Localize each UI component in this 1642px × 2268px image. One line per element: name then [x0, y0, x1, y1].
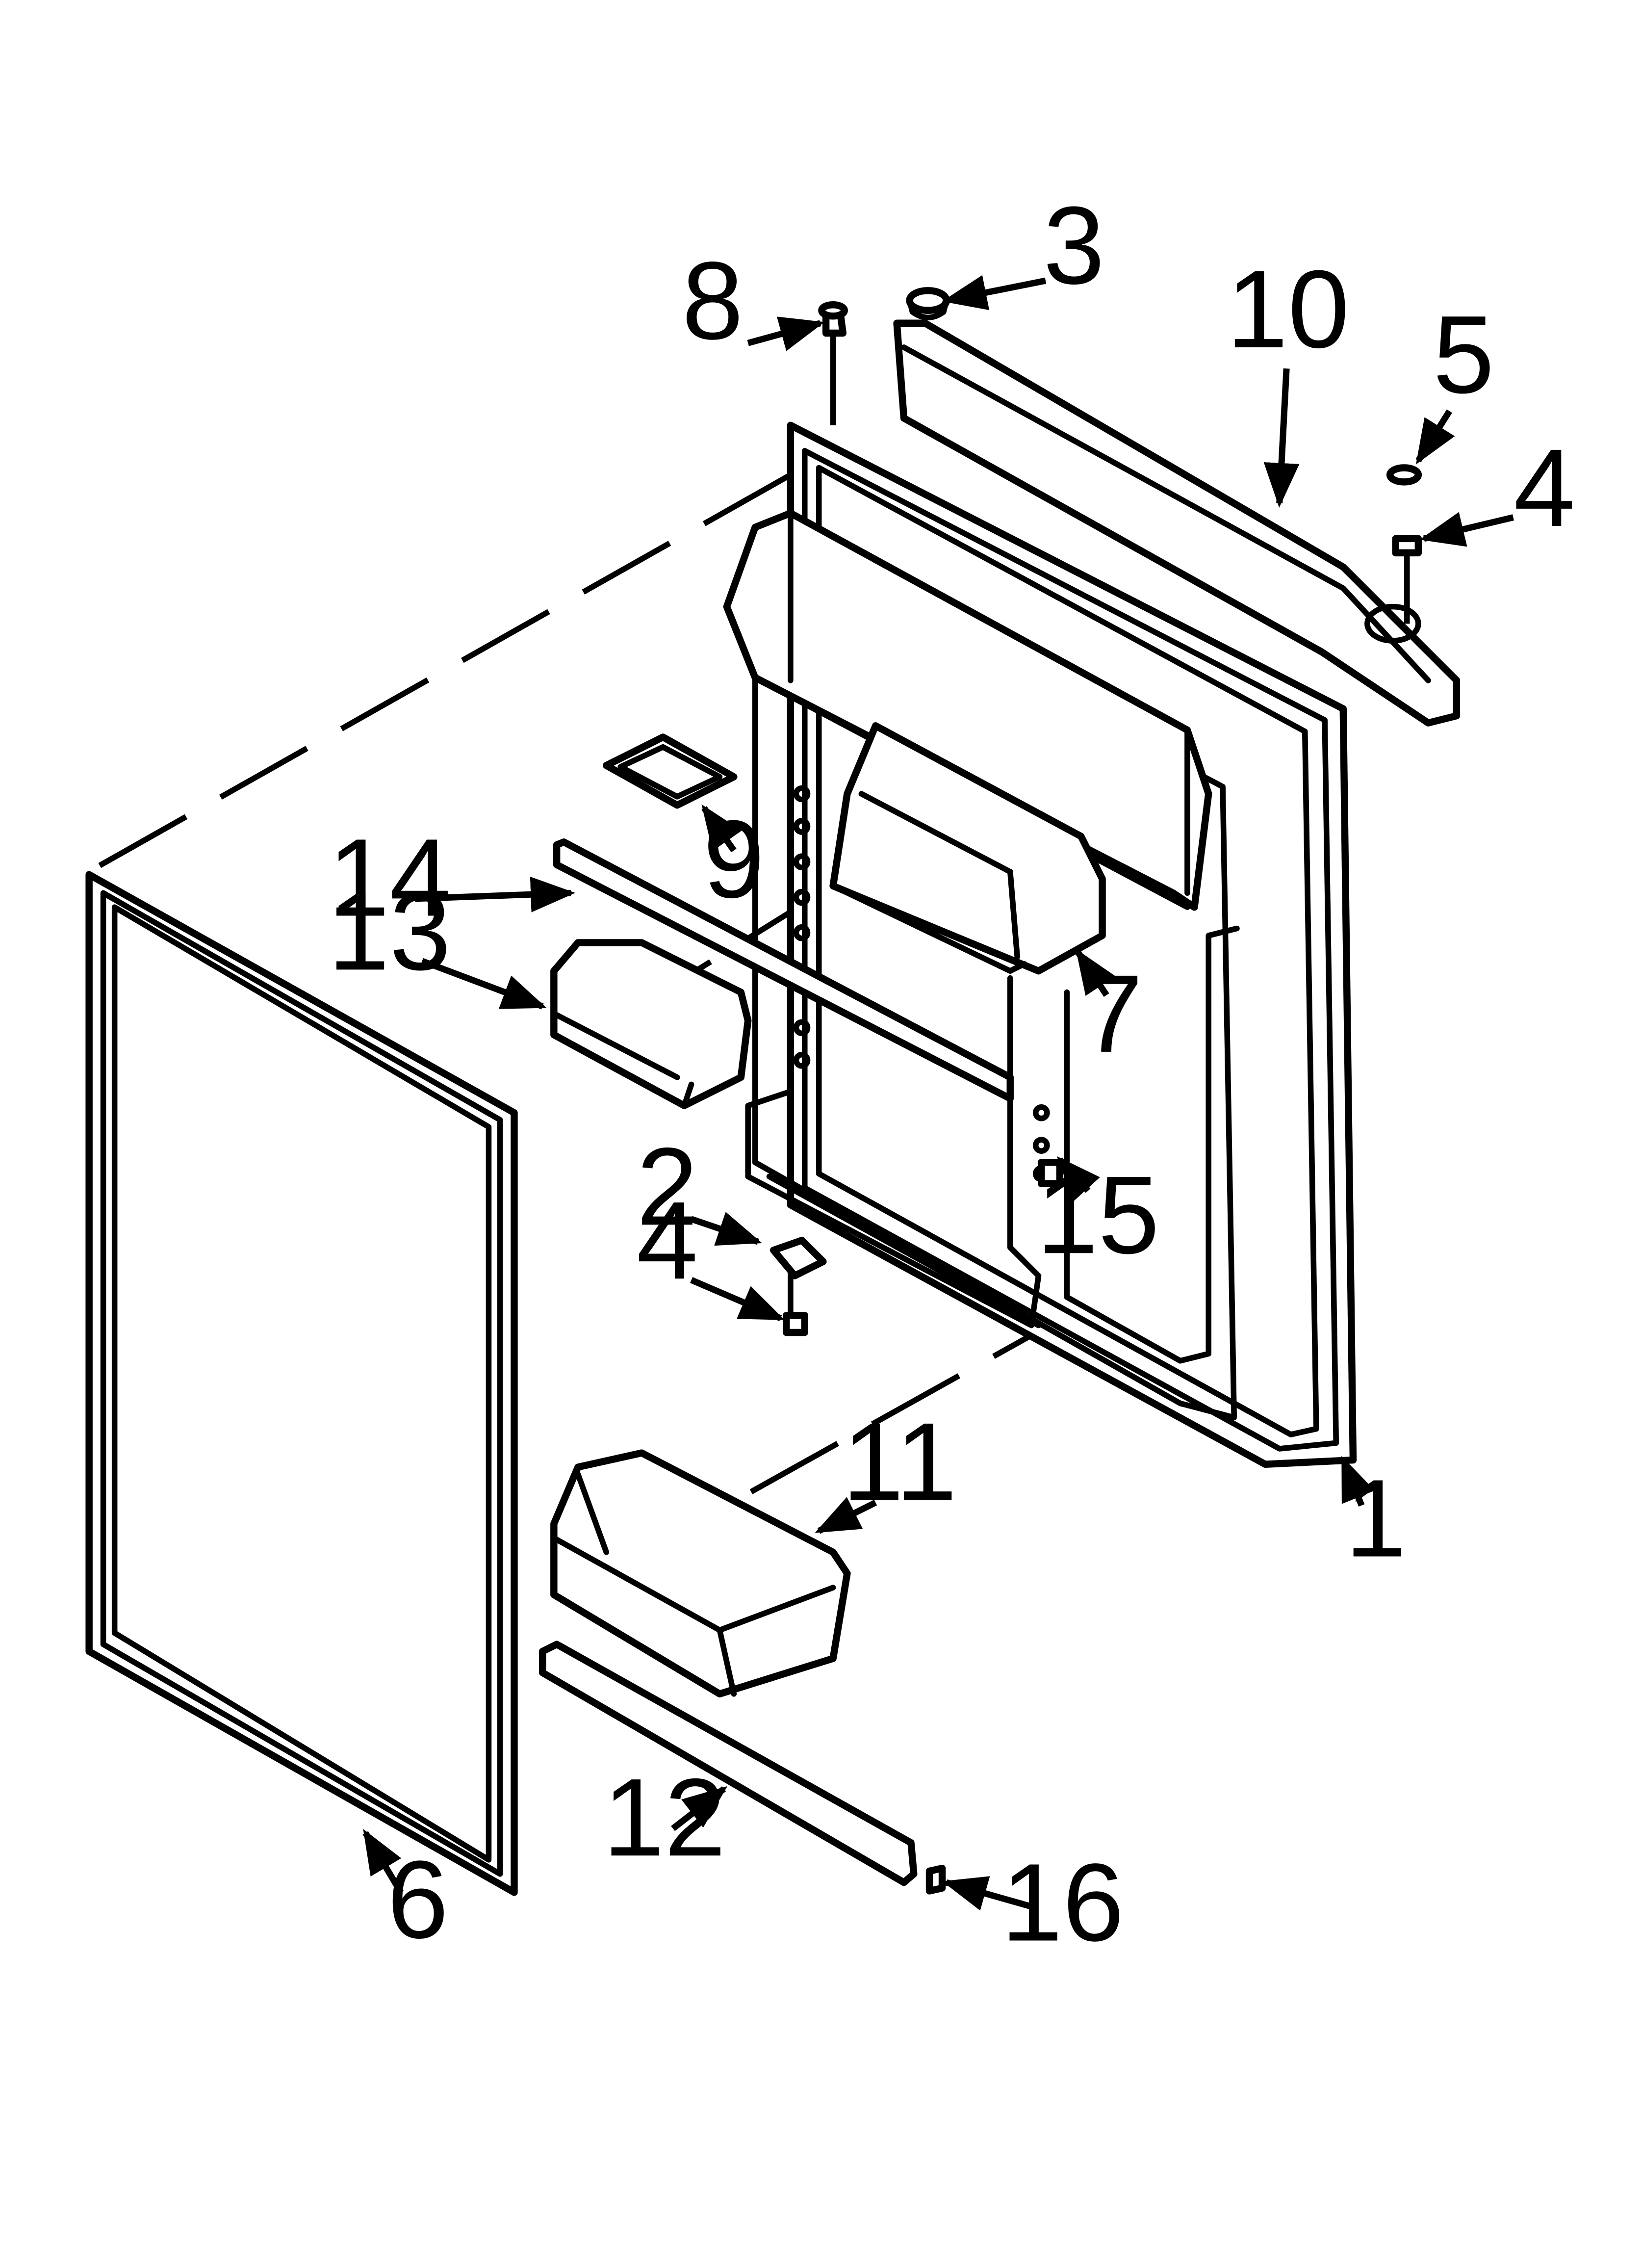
- callout-8: 8: [682, 239, 743, 363]
- callout-11: 11: [842, 1400, 957, 1523]
- callout-12: 12: [603, 1755, 726, 1879]
- callout-1: 1: [1345, 1457, 1407, 1580]
- hinge-bracket: [770, 1236, 827, 1279]
- dairy-compartment: [550, 939, 752, 1109]
- leader-lines: [362, 275, 1514, 1911]
- hinge-cover: [1386, 464, 1422, 486]
- callout-2: 2: [637, 1124, 698, 1248]
- center-door-bin: [829, 722, 1106, 975]
- dairy-lid: [603, 733, 738, 809]
- callout-10: 10: [1227, 247, 1350, 371]
- callout-15: 15: [1037, 1153, 1160, 1277]
- screw-bottom: [782, 1312, 808, 1336]
- callout-6: 6: [387, 1838, 448, 1961]
- callout-5: 5: [1433, 292, 1494, 416]
- callout-16: 16: [1001, 1841, 1124, 1964]
- lower-door-bin: [550, 1449, 851, 1698]
- callout-13: 13: [328, 869, 451, 993]
- callout-4-lower: 4: [637, 1178, 698, 1302]
- door-gasket: [85, 871, 518, 1896]
- callout-3: 3: [1043, 183, 1104, 307]
- shelf-trim-upper: [553, 838, 1014, 1102]
- callout-14: 14: [328, 816, 451, 939]
- stop-16: [925, 1864, 946, 1895]
- door-cap: [893, 319, 1461, 727]
- callout-7: 7: [1081, 952, 1143, 1075]
- hardware: [770, 287, 1422, 1895]
- screw-top: [1392, 535, 1422, 557]
- callout-9: 9: [703, 797, 765, 921]
- callout-4-upper: 4: [1514, 426, 1575, 549]
- hole-plug: [906, 287, 950, 314]
- callout-labels: 1 2 3 4 4 5 6 7 8 9 10 11 12 13 14 15 16: [328, 183, 1575, 1964]
- shelf-trim-lower: [539, 1641, 918, 1886]
